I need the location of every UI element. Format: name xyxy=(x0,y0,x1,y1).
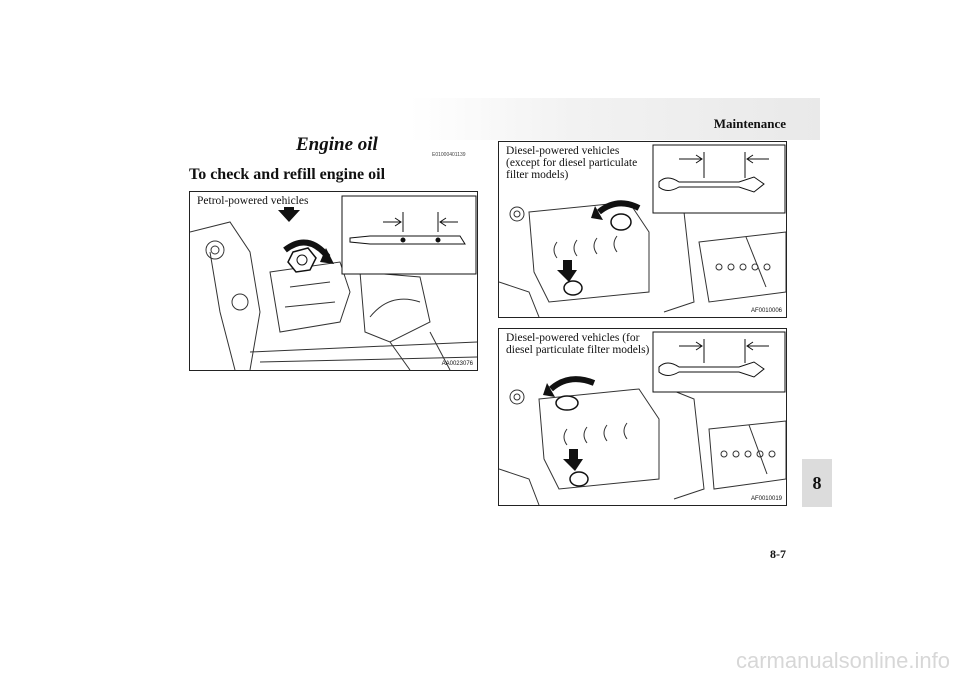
dipstick-icon xyxy=(658,339,769,378)
caption-line: (except for diesel particulate xyxy=(506,157,638,169)
rotation-arrow-icon xyxy=(597,200,641,215)
oil-cap-icon xyxy=(287,247,317,273)
figure-caption: Diesel-powered vehicles (except for dies… xyxy=(504,145,640,181)
subheading: To check and refill engine oil xyxy=(189,166,386,183)
caption-line: diesel particulate filter models) xyxy=(506,344,650,356)
section-code: E01000401139 xyxy=(432,152,466,158)
figure-petrol-engine: Petrol-powered vehicles AA0023076 xyxy=(189,191,478,371)
figure-code: AF0010019 xyxy=(750,496,782,502)
section-title: Engine oil xyxy=(296,134,378,155)
page-number: 8-7 xyxy=(770,547,786,561)
oil-cap-icon xyxy=(610,213,632,231)
figure-caption: Petrol-powered vehicles xyxy=(195,195,311,207)
dipstick-icon xyxy=(658,152,769,193)
figure-caption: Diesel-powered vehicles (for diesel part… xyxy=(504,332,652,356)
figure-diesel-dpf: Diesel-powered vehicles (for diesel part… xyxy=(498,328,787,506)
diesel-dpf-engine-illustration xyxy=(499,331,786,505)
oil-filler-icon xyxy=(569,471,589,487)
dipstick-icon xyxy=(349,212,466,245)
figure-code: AF0010006 xyxy=(750,308,782,314)
diesel-engine-illustration xyxy=(499,144,786,317)
running-head: Maintenance xyxy=(713,116,786,131)
arrow-icon xyxy=(557,260,577,282)
figure-diesel-non-dpf: Diesel-powered vehicles (except for dies… xyxy=(498,141,787,318)
arrow-icon xyxy=(563,449,583,471)
figure-code: AA0023076 xyxy=(441,361,473,367)
petrol-engine-illustration xyxy=(190,195,477,370)
caption-line: Diesel-powered vehicles xyxy=(506,145,620,157)
rotation-arrow-icon xyxy=(549,376,596,392)
header-band xyxy=(410,98,820,140)
chapter-tab: 8 xyxy=(802,459,832,507)
oil-filler-icon xyxy=(563,280,583,296)
watermark: carmanualsonline.info xyxy=(735,648,950,673)
oil-cap-icon xyxy=(555,395,579,411)
caption-line: filter models) xyxy=(506,169,569,181)
caption-line: Diesel-powered vehicles (for xyxy=(506,332,640,344)
